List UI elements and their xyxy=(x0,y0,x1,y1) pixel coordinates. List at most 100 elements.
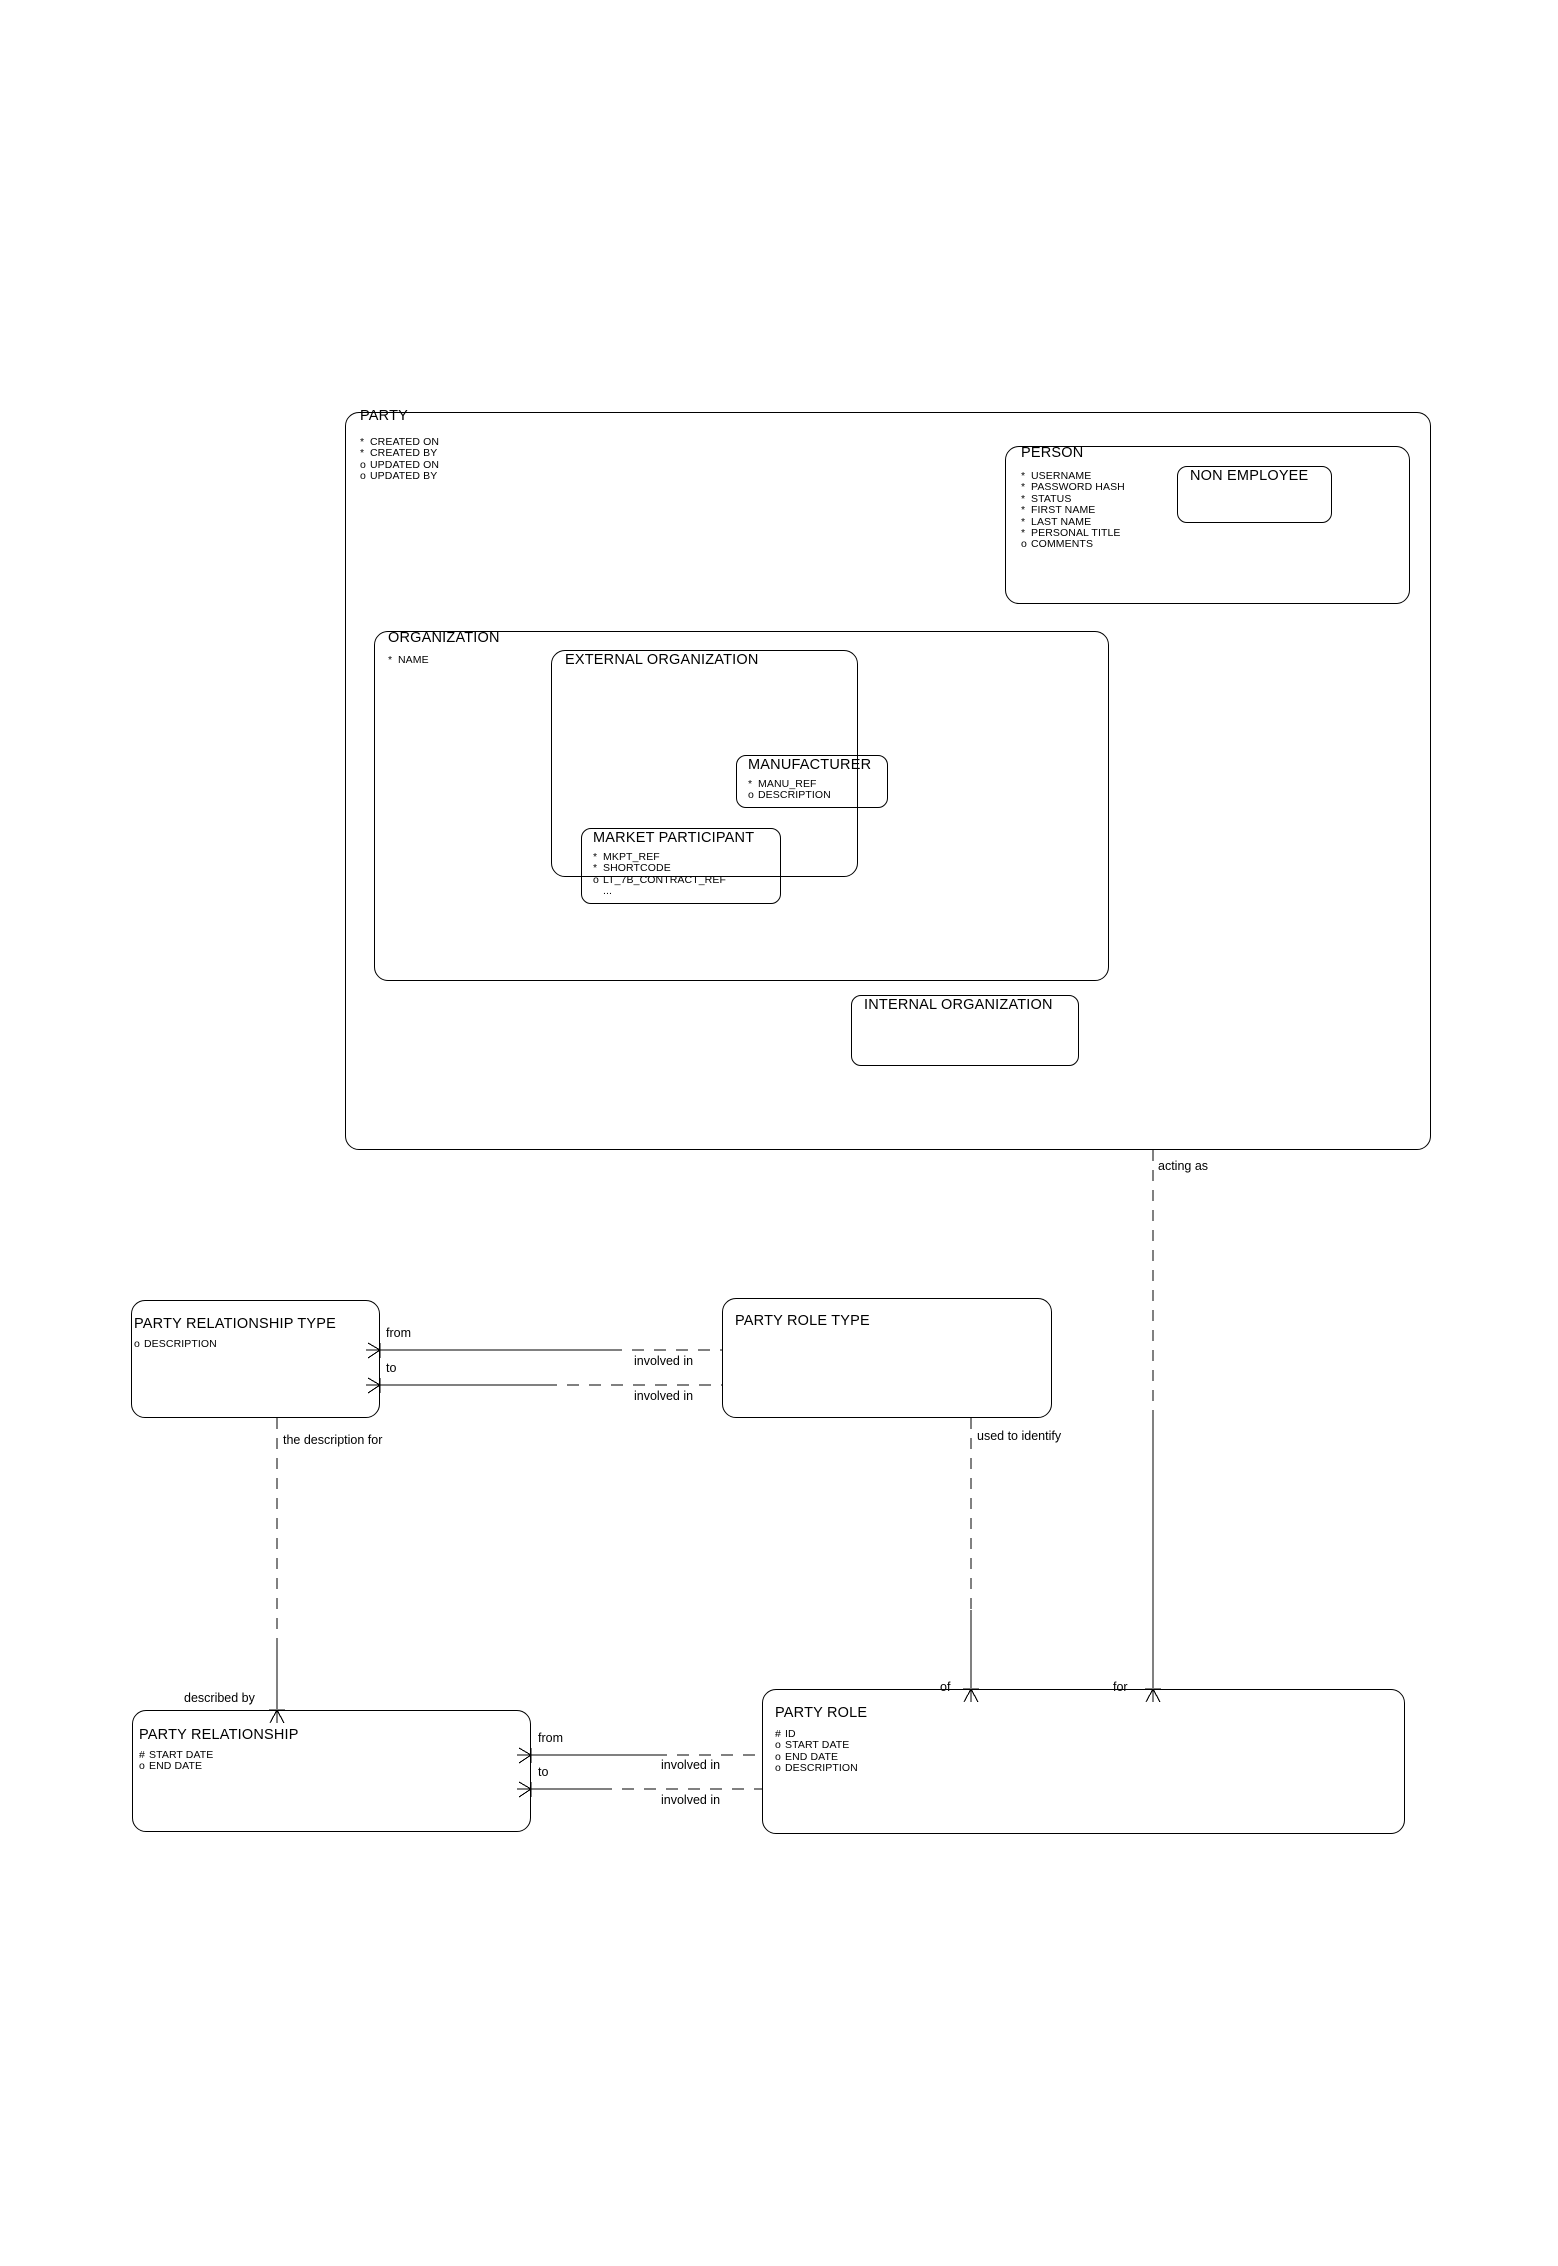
entity-manufacturer[interactable] xyxy=(736,755,888,808)
entity-party-relationship-type-title: PARTY RELATIONSHIP TYPE xyxy=(134,1316,337,1332)
entity-party-role[interactable] xyxy=(762,1689,1405,1834)
attr-row: o START DATE xyxy=(775,1739,858,1752)
attr-mark: o xyxy=(360,470,366,483)
rel-label-used-to-identify: used to identify xyxy=(977,1429,1062,1443)
rel-label-prt-to: to xyxy=(386,1361,397,1375)
rel-label-acting-as: acting as xyxy=(1158,1159,1209,1173)
entity-market-participant-title: MARKET PARTICIPANT xyxy=(593,830,755,846)
rel-label-prt-involved-in-upper: involved in xyxy=(634,1354,694,1368)
entity-party-relationship[interactable] xyxy=(132,1710,531,1832)
attr-row: *MKPT_REF xyxy=(593,851,726,863)
attr-mark: * xyxy=(388,654,393,666)
entity-party-role-type[interactable] xyxy=(722,1298,1052,1418)
attr-mark: * xyxy=(1021,527,1026,540)
entity-market-participant[interactable] xyxy=(581,828,781,904)
attr-row: * NAME xyxy=(388,654,429,666)
attr-label: PASSWORD HASH xyxy=(1031,481,1125,494)
rel-label-described-by: described by xyxy=(184,1691,255,1705)
entity-party-relationship-type[interactable] xyxy=(131,1300,380,1418)
attr-label: ID xyxy=(785,1728,796,1740)
entity-internal-organization-title: INTERNAL ORGANIZATION xyxy=(864,997,1053,1013)
attr-row: * USERNAME xyxy=(1021,470,1125,482)
entity-organization[interactable] xyxy=(374,631,1109,981)
attr-row: o COMMENTS xyxy=(1021,538,1125,551)
attr-label: END DATE xyxy=(149,1760,203,1773)
attr-label: LT_7B_CONTRACT_REF xyxy=(603,873,726,886)
attr-row: * PASSWORD HASH xyxy=(1021,481,1125,494)
entity-party-role-title: PARTY ROLE xyxy=(775,1705,868,1721)
attr-mark: o xyxy=(593,873,599,886)
attr-label: DESCRIPTION xyxy=(144,1338,217,1350)
attr-row: # ID xyxy=(775,1728,858,1740)
attr-mark: * xyxy=(360,447,365,460)
attr-label: SHORTCODE xyxy=(603,862,671,875)
attr-label: USERNAME xyxy=(1031,470,1092,482)
entity-external-organization[interactable] xyxy=(551,650,858,877)
attr-label: PERSONAL TITLE xyxy=(1031,527,1121,540)
entity-non-employee[interactable] xyxy=(1177,466,1332,523)
attr-mark: * xyxy=(1021,481,1026,494)
attr-mark: * xyxy=(748,778,753,790)
attr-mark: * xyxy=(1021,492,1026,505)
entity-person[interactable] xyxy=(1005,446,1410,604)
attr-mark: o xyxy=(1021,538,1027,551)
attr-mark: # xyxy=(139,1749,145,1761)
attr-row: * MANU_REF xyxy=(748,778,831,790)
rel-label-pr-involved-in-lower: involved in xyxy=(661,1793,721,1807)
rel-label-of: of xyxy=(940,1680,951,1694)
attr-row: * PERSONAL TITLE xyxy=(1021,527,1125,540)
attr-label: CREATED ON xyxy=(370,436,440,448)
rel-label-the-description-for: the description for xyxy=(283,1433,383,1447)
attr-label: UPDATED BY xyxy=(370,470,438,483)
attr-mark: o xyxy=(775,1762,781,1775)
attr-label: COMMENTS xyxy=(1031,538,1094,551)
rel-label-pr-from: from xyxy=(538,1731,563,1745)
attr-mark: o xyxy=(775,1750,781,1763)
attr-row: o DESCRIPTION xyxy=(134,1338,217,1350)
attr-label: MANU_REF xyxy=(758,778,817,790)
attr-mark: * xyxy=(1021,470,1026,482)
entity-party-relationship-type-attributes: o DESCRIPTION xyxy=(134,1338,217,1350)
entity-non-employee-title: NON EMPLOYEE xyxy=(1190,468,1309,484)
entity-organization-attributes: * NAME xyxy=(388,654,429,666)
attr-row: o LT_7B_CONTRACT_REF xyxy=(593,873,726,886)
attr-mark: o xyxy=(360,458,366,471)
attr-row: * STATUS xyxy=(1021,492,1125,505)
rel-label-prt-from: from xyxy=(386,1326,411,1340)
entity-person-title: PERSON xyxy=(1021,445,1084,461)
attr-mark: * xyxy=(360,436,365,448)
entity-internal-organization[interactable] xyxy=(851,995,1079,1066)
entity-party[interactable] xyxy=(345,412,1431,1150)
attr-row: * CREATED ON xyxy=(360,436,440,448)
attr-label: NAME xyxy=(398,654,429,666)
attr-label: END DATE xyxy=(785,1750,839,1763)
attr-mark: o xyxy=(775,1739,781,1752)
entity-party-relationship-title: PARTY RELATIONSHIP xyxy=(139,1727,299,1743)
attr-row: * CREATED BY xyxy=(360,447,439,460)
attr-label: LAST NAME xyxy=(1031,515,1092,528)
attr-row: * SHORTCODE xyxy=(593,862,726,875)
attr-mark: # xyxy=(775,1728,781,1740)
attr-mark: o xyxy=(134,1338,140,1350)
rel-label-for: for xyxy=(1113,1680,1128,1694)
attr-row: * LAST NAME xyxy=(1021,515,1125,528)
attr-label: DESCRIPTION xyxy=(758,789,831,802)
attr-row: #START DATE xyxy=(139,1749,213,1761)
attr-label: STATUS xyxy=(1031,492,1072,505)
attr-row: o UPDATED BY xyxy=(360,470,439,483)
attr-mark: * xyxy=(593,862,598,875)
attr-row: o END DATE xyxy=(775,1750,858,1763)
attr-mark: * xyxy=(1021,515,1026,528)
attr-label: CREATED BY xyxy=(370,447,438,460)
entity-manufacturer-title: MANUFACTURER xyxy=(748,757,872,773)
attr-label: START DATE xyxy=(785,1739,850,1752)
rel-label-pr-involved-in-upper: involved in xyxy=(661,1758,721,1772)
entity-person-attributes: *USERNAME *PASSWORD HASH *STATUS *FIRST … xyxy=(1021,470,1125,551)
